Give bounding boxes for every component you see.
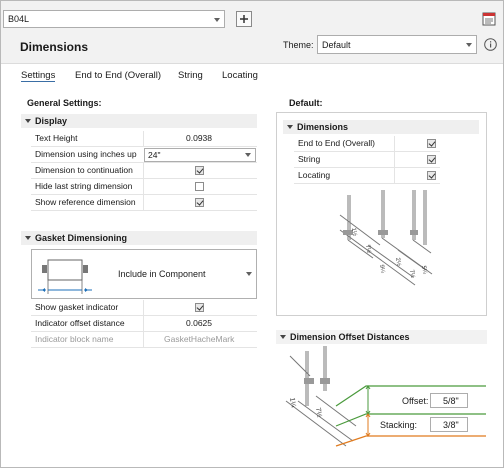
- continuation-label: Dimension to continuation: [35, 165, 133, 175]
- tab-locating[interactable]: Locating: [222, 70, 258, 81]
- block-name-label: Indicator block name: [35, 334, 114, 344]
- gasket-mode-select[interactable]: Include in Component: [31, 249, 257, 299]
- preview-dim-a: 1½: [350, 227, 358, 236]
- offset-input[interactable]: 5/8": [430, 393, 468, 408]
- show-gasket-checkbox[interactable]: [195, 303, 204, 312]
- dimensions-group-header[interactable]: Dimensions: [283, 120, 479, 134]
- default-row-label: String: [298, 154, 321, 164]
- string-checkbox[interactable]: [427, 155, 436, 164]
- default-row-string: String: [294, 152, 440, 168]
- continuation-row: Dimension to continuation: [31, 163, 257, 179]
- collapse-icon: [25, 119, 31, 123]
- export-sheet-button[interactable]: [481, 11, 497, 27]
- tab-settings[interactable]: Settings: [21, 70, 56, 82]
- theme-label: Theme:: [283, 40, 314, 50]
- block-name-row: Indicator block name GasketHacheMark: [31, 332, 257, 348]
- offset-preview-dim-a: 1¼: [288, 397, 297, 408]
- chevron-down-icon: [466, 43, 472, 47]
- show-ref-row: Show reference dimension: [31, 195, 257, 211]
- show-ref-label: Show reference dimension: [35, 197, 136, 207]
- hide-last-label: Hide last string dimension: [35, 181, 133, 191]
- offset-label: Offset:: [402, 396, 429, 406]
- default-dimensions-preview: 1½ 7½ 2½ 9¼ 7½ 5¼: [339, 190, 433, 286]
- preview-dim-c: 2½: [394, 257, 402, 266]
- text-height-label: Text Height: [35, 133, 78, 143]
- chevron-down-icon: [245, 153, 251, 157]
- project-select-value: B04L: [8, 14, 30, 24]
- inches-label: Dimension using inches up: [35, 149, 137, 159]
- collapse-icon: [280, 335, 286, 339]
- hide-last-checkbox[interactable]: [195, 182, 204, 191]
- text-height-row: Text Height 0.0938: [31, 131, 257, 147]
- show-ref-checkbox[interactable]: [195, 198, 204, 207]
- end-to-end-checkbox[interactable]: [427, 139, 436, 148]
- offset-distance-label: Indicator offset distance: [35, 318, 125, 328]
- page-title: Dimensions: [20, 40, 89, 54]
- stacking-input-value: 3/8": [443, 420, 459, 430]
- default-row-label: End to End (Overall): [298, 138, 376, 148]
- offset-distance-row: Indicator offset distance 0.0625: [31, 316, 257, 332]
- offset-preview-dim-b: 7½: [314, 407, 324, 418]
- gasket-group-header[interactable]: Gasket Dimensioning: [21, 231, 257, 245]
- theme-select[interactable]: Default: [317, 35, 477, 54]
- add-button[interactable]: [236, 11, 252, 27]
- preview-dim-d: 9¼: [378, 264, 386, 274]
- plus-icon: [240, 15, 248, 23]
- collapse-icon: [287, 125, 293, 129]
- text-height-value[interactable]: 0.0938: [186, 133, 212, 143]
- gasket-group-title: Gasket Dimensioning: [35, 233, 128, 243]
- chevron-down-icon: [214, 18, 220, 22]
- hide-last-row: Hide last string dimension: [31, 179, 257, 195]
- inches-select[interactable]: 24": [144, 148, 256, 162]
- preview-dim-b: 7½: [364, 244, 372, 253]
- show-gasket-row: Show gasket indicator: [31, 300, 257, 316]
- general-settings-heading: General Settings:: [27, 98, 102, 108]
- offset-distances-preview: 1¼ 7½: [285, 346, 486, 447]
- info-button[interactable]: [484, 38, 497, 51]
- offset-distances-header[interactable]: Dimension Offset Distances: [276, 330, 487, 344]
- inches-select-value: 24": [148, 150, 161, 160]
- block-name-value: GasketHacheMark: [164, 334, 235, 344]
- collapse-icon: [25, 236, 31, 240]
- tab-string[interactable]: String: [178, 70, 203, 81]
- default-dimensions-panel: [276, 112, 487, 316]
- display-group-title: Display: [35, 116, 68, 126]
- offset-distance-value[interactable]: 0.0625: [186, 318, 212, 328]
- show-gasket-label: Show gasket indicator: [35, 302, 119, 312]
- preview-dim-f: 5¼: [420, 265, 428, 275]
- inches-row: Dimension using inches up 24": [31, 147, 257, 163]
- offset-distances-title: Dimension Offset Distances: [290, 332, 410, 342]
- locating-checkbox[interactable]: [427, 171, 436, 180]
- default-row-end-to-end: End to End (Overall): [294, 136, 440, 152]
- preview-dim-e: 7½: [408, 269, 416, 278]
- project-select[interactable]: B04L: [3, 10, 225, 28]
- continuation-checkbox[interactable]: [195, 166, 204, 175]
- default-heading: Default:: [289, 98, 323, 108]
- tab-end-to-end[interactable]: End to End (Overall): [75, 70, 162, 81]
- gasket-diagram-icon: [38, 259, 92, 294]
- display-group-header[interactable]: Display: [21, 114, 257, 128]
- stacking-label: Stacking:: [380, 420, 418, 430]
- default-row-locating: Locating: [294, 168, 440, 184]
- gasket-mode-value: Include in Component: [118, 269, 206, 279]
- info-icon: [484, 38, 497, 51]
- offset-input-value: 5/8": [443, 396, 459, 406]
- default-row-label: Locating: [298, 170, 331, 180]
- chevron-down-icon: [246, 272, 252, 276]
- dimensions-group-title: Dimensions: [297, 122, 349, 132]
- theme-select-value: Default: [322, 40, 351, 50]
- stacking-input[interactable]: 3/8": [430, 417, 468, 432]
- export-sheet-icon: [482, 12, 496, 26]
